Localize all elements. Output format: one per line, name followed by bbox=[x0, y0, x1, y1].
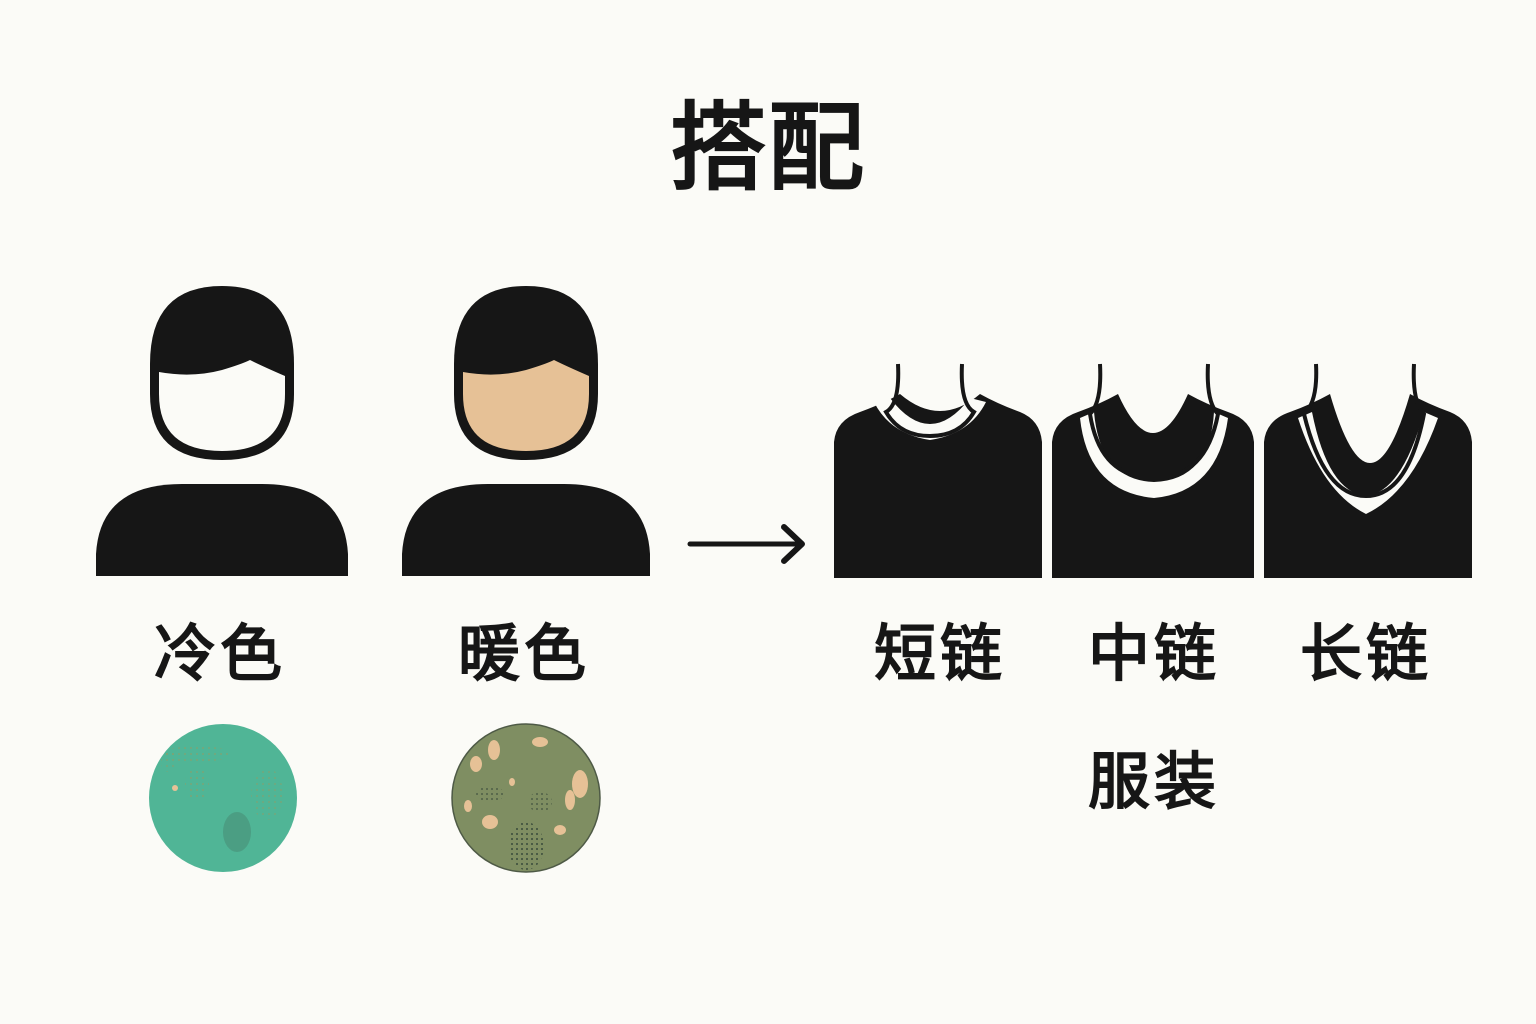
label-cool-tone: 冷色 bbox=[153, 617, 286, 690]
color-swatch-cool bbox=[147, 722, 299, 874]
label-long-chain: 长链 bbox=[1299, 617, 1432, 690]
neckline-long-icon bbox=[1262, 362, 1474, 580]
person-icon-warm bbox=[398, 284, 658, 584]
color-swatch-warm bbox=[450, 722, 602, 874]
neckline-short-icon bbox=[830, 362, 1044, 580]
label-medium-chain: 中链 bbox=[1087, 617, 1220, 690]
label-clothing: 服装 bbox=[1087, 745, 1220, 818]
page-title: 搭配 bbox=[670, 92, 866, 204]
label-warm-tone: 暖色 bbox=[457, 617, 590, 690]
person-icon-cool bbox=[92, 284, 352, 584]
label-short-chain: 短链 bbox=[873, 617, 1006, 690]
face bbox=[463, 360, 589, 451]
face bbox=[159, 360, 285, 451]
arrow-right-icon bbox=[686, 520, 810, 570]
neckline-medium-icon bbox=[1050, 362, 1256, 580]
